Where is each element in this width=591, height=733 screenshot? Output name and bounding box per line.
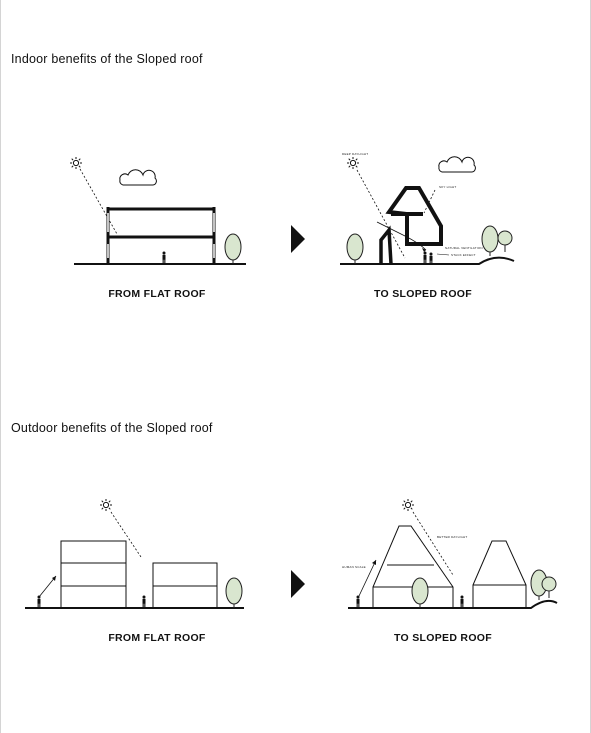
tree-icon [224,233,242,265]
play-triangle-icon-2 [291,570,305,598]
better-daylight-label: BETTER DAYLIGHT [437,535,467,539]
tree-icon-right [346,233,364,265]
sun-icon-outdoor-right [401,498,415,512]
cloud-icon [119,169,157,186]
person-icon-outdoor-right-2 [460,595,464,608]
person-icon-outdoor-right [356,595,360,608]
human-scale-label: HUMAN SCALE [342,565,366,569]
sky-light-label: SKY LIGHT [439,185,456,189]
tree-icon-outdoor-right-3 [541,576,557,599]
sun-icon [69,156,83,170]
sun-icon-right [346,156,360,170]
deep-daylight-label: DEEP DAYLIGHT [342,152,368,156]
indoor-right-caption: TO SLOPED ROOF [374,288,472,300]
indoor-left-caption: FROM FLAT ROOF [108,288,206,300]
outdoor-section-title: Outdoor benefits of the Sloped roof [11,421,213,435]
indoor-sloped-diagram: DEEP DAYLIGHT SKY LIGHT NATURAL VENTILAT… [340,152,515,265]
outdoor-right-caption: TO SLOPED ROOF [394,632,492,644]
stack-effect-label: STACK EFFECT [451,253,476,257]
person-icon [162,251,166,264]
outdoor-sloped-diagram: BETTER DAYLIGHT HUMAN SCALE [342,498,558,609]
tree-icon-outdoor-right [411,577,429,609]
play-triangle-icon [291,225,305,253]
outdoor-flat-diagram [25,498,244,609]
person-icon-outdoor-2 [142,595,146,608]
natural-ventilation-label: NATURAL VENTILATION [445,246,483,250]
tree-icon-outdoor [225,577,243,609]
person-icon-outdoor [37,595,41,608]
indoor-section-title: Indoor benefits of the Sloped roof [11,52,203,66]
outdoor-left-caption: FROM FLAT ROOF [108,632,206,644]
sun-icon-outdoor [99,498,113,512]
tree-icon-right-2 [481,225,499,257]
indoor-flat-diagram [69,156,246,265]
cloud-icon-right [438,156,476,173]
tree-icon-right-3 [497,230,513,253]
person-icon-right [423,251,427,264]
person-icon-right-2 [429,252,433,265]
